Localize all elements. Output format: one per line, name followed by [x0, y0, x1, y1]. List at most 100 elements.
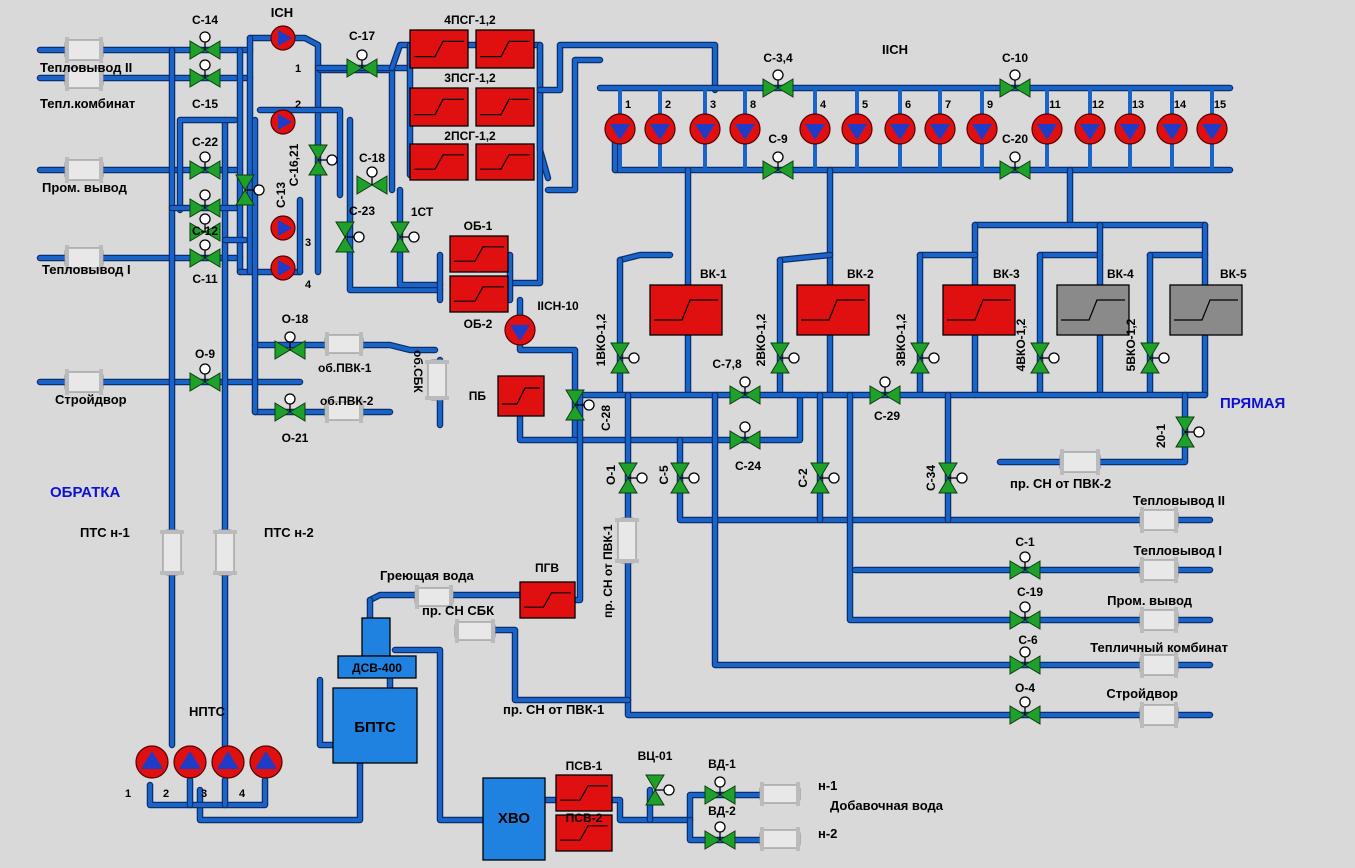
- deaerator-dsv400[interactable]: [337, 617, 417, 679]
- valve-vd2[interactable]: [704, 821, 736, 850]
- pump-isn-label-4: 4: [305, 279, 312, 291]
- pump-iisn-15[interactable]: [1196, 113, 1228, 145]
- valve-c17[interactable]: [346, 49, 378, 78]
- valve-c28[interactable]: [565, 389, 595, 421]
- valve-o9[interactable]: [189, 363, 221, 392]
- heater-psv1[interactable]: [555, 774, 613, 812]
- valve-c20[interactable]: [999, 151, 1031, 180]
- boiler-vk-5[interactable]: [1169, 284, 1243, 336]
- pump-pcn10[interactable]: [504, 314, 536, 346]
- valve-c7-8[interactable]: [729, 376, 761, 405]
- heater-ob2[interactable]: [449, 275, 509, 313]
- heater-psg3-2[interactable]: [475, 87, 535, 127]
- valve-c11[interactable]: [189, 239, 221, 268]
- pump-iisn-6[interactable]: [884, 113, 916, 145]
- inlet-flowmeter-5: [64, 369, 104, 395]
- valve-c22[interactable]: [189, 151, 221, 180]
- valve-c13[interactable]: [235, 174, 265, 206]
- right-outlet-label-4: Тепличный комбинат: [1090, 640, 1228, 655]
- heater-psg4-2[interactable]: [475, 29, 535, 69]
- svg-text:С-9: С-9: [768, 132, 788, 146]
- water-treatment-hvo[interactable]: [482, 777, 546, 861]
- valve-3vko[interactable]: [910, 342, 940, 374]
- valve-c9[interactable]: [762, 151, 794, 180]
- pump-iisn-11[interactable]: [1031, 113, 1063, 145]
- valve-o4[interactable]: [1009, 696, 1041, 725]
- heater-psg3-label: 3ПСГ-1,2: [444, 71, 496, 85]
- valve-c10[interactable]: [999, 69, 1031, 98]
- pump-nptc-4[interactable]: [249, 745, 283, 779]
- valve-1vko[interactable]: [610, 342, 640, 374]
- flowmeter-ob-pvk1: [324, 332, 364, 356]
- valve-c22b[interactable]: [189, 189, 221, 218]
- valve-4vko[interactable]: [1030, 342, 1060, 374]
- pump-iisn-9[interactable]: [966, 113, 998, 145]
- heater-psg4-1[interactable]: [409, 29, 469, 69]
- valve-vc01[interactable]: [645, 774, 675, 806]
- valve-1st[interactable]: [390, 221, 420, 253]
- valve-c14[interactable]: [189, 31, 221, 60]
- pump-iisn-1[interactable]: [604, 113, 636, 145]
- pump-nptc-3[interactable]: [211, 745, 245, 779]
- pump-iisn-5[interactable]: [841, 113, 873, 145]
- boiler-vk-3[interactable]: [942, 284, 1016, 336]
- heater-ob1[interactable]: [449, 235, 509, 273]
- pump-isn-4[interactable]: [270, 255, 296, 281]
- valve-o18[interactable]: [274, 331, 306, 360]
- valve-20-1[interactable]: [1175, 416, 1205, 448]
- valve-c24[interactable]: [729, 421, 761, 450]
- pump-iisn-3[interactable]: [689, 113, 721, 145]
- valve-c23[interactable]: [335, 221, 365, 253]
- label-ob-sbk: об.СБК: [411, 350, 425, 393]
- pump-iisn-label-10: 11: [1049, 99, 1061, 111]
- valve-c3-4[interactable]: [762, 69, 794, 98]
- heater-psg3-1[interactable]: [409, 87, 469, 127]
- valve-c6[interactable]: [1009, 646, 1041, 675]
- valve-c16-21[interactable]: [308, 144, 338, 176]
- pump-iisn-2[interactable]: [644, 113, 676, 145]
- pump-nptc-1[interactable]: [135, 745, 169, 779]
- valve-c15[interactable]: [189, 59, 221, 88]
- heater-pb[interactable]: [497, 375, 545, 417]
- heater-pgv[interactable]: [519, 581, 576, 619]
- valve-o1[interactable]: [618, 462, 648, 494]
- valve-o21[interactable]: [274, 393, 306, 422]
- svg-text:2ВКО-1,2: 2ВКО-1,2: [754, 313, 768, 366]
- valve-c2[interactable]: [810, 462, 840, 494]
- pump-iisn-13[interactable]: [1114, 113, 1146, 145]
- valve-c12[interactable]: [189, 213, 221, 242]
- valve-c34[interactable]: [938, 462, 968, 494]
- label-heating-water: Греющая вода: [380, 568, 475, 583]
- pump-iisn-7[interactable]: [924, 113, 956, 145]
- pump-isn-2[interactable]: [270, 109, 296, 135]
- heater-psg2-1[interactable]: [409, 143, 469, 181]
- pump-iisn-4[interactable]: [799, 113, 831, 145]
- svg-text:С-17: С-17: [349, 29, 375, 43]
- valve-vd1[interactable]: [704, 776, 736, 805]
- valve-c18[interactable]: [356, 166, 388, 195]
- tank-bpts[interactable]: [332, 687, 418, 764]
- pump-iisn-12[interactable]: [1074, 113, 1106, 145]
- pump-nptc-2[interactable]: [173, 745, 207, 779]
- valve-c29[interactable]: [869, 376, 901, 405]
- pump-isn-3[interactable]: [270, 215, 296, 241]
- heater-psv2[interactable]: [555, 814, 613, 852]
- inlet-flowmeter-3: [64, 157, 104, 183]
- pump-isn-1[interactable]: [270, 25, 296, 51]
- valve-c5[interactable]: [670, 462, 700, 494]
- pump-iisn-8[interactable]: [729, 113, 761, 145]
- valve-5vko[interactable]: [1140, 342, 1170, 374]
- valve-2vko[interactable]: [770, 342, 800, 374]
- boiler-vk-4[interactable]: [1056, 284, 1130, 336]
- valve-c1[interactable]: [1009, 551, 1041, 580]
- outlet-flowmeter-2: [1139, 557, 1179, 583]
- boiler-vk-1[interactable]: [649, 284, 723, 336]
- pump-group-nptc-title: НПТС: [189, 704, 226, 719]
- svg-text:О-9: О-9: [195, 347, 215, 361]
- flowmeter-pts2: [213, 529, 237, 576]
- boiler-vk-2[interactable]: [796, 284, 870, 336]
- heater-psg2-2[interactable]: [475, 143, 535, 181]
- valve-c19[interactable]: [1009, 601, 1041, 630]
- pump-iisn-14[interactable]: [1156, 113, 1188, 145]
